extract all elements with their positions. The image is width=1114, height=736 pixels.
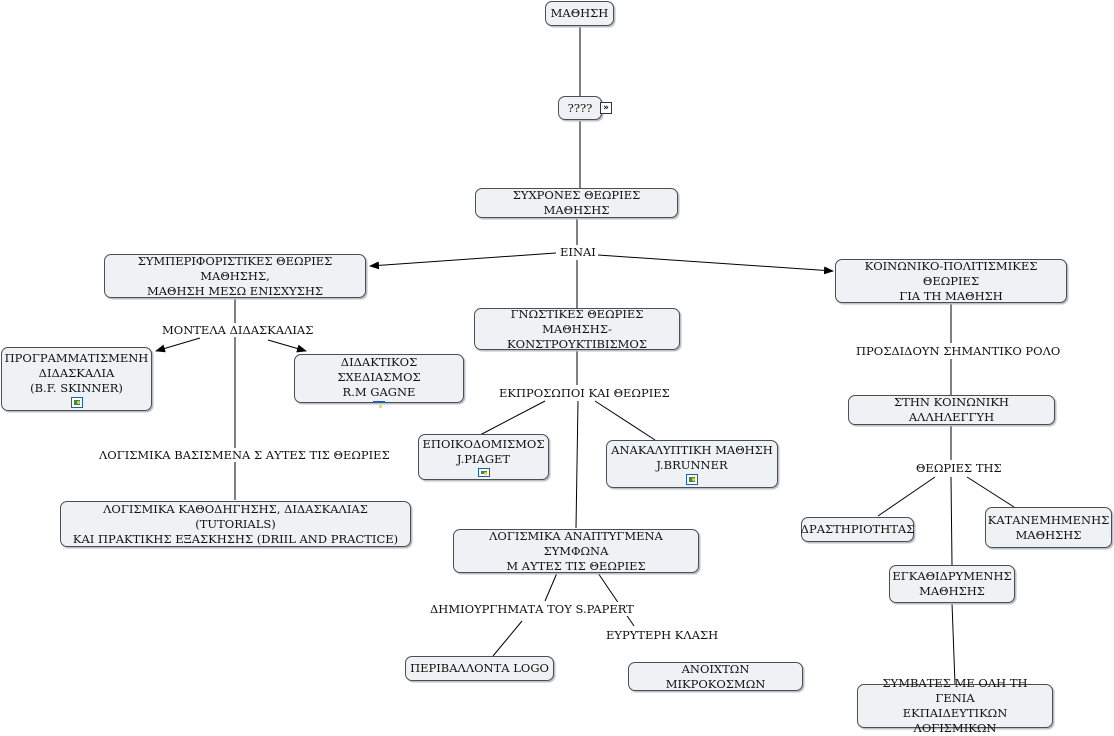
expand-icon[interactable]: » [600, 102, 612, 114]
image-icon[interactable] [686, 474, 698, 485]
concept-label: ΣΥΜΠΕΡΙΦΟΡΙΣΤΙΚΕΣ ΘΕΩΡΙΕΣ ΜΑΘΗΣΗΣ, ΜΑΘΗΣ… [137, 253, 333, 298]
concept-programmatismeni[interactable]: ΠΡΟΓΡΑΜΜΑΤΙΣΜΕΝΗ ΔΙΔΑΣΚΑΛΙΑ (B.F. SKINNE… [1, 347, 152, 411]
concept-epoikodomismos[interactable]: ΕΠΟΙΚΟΔΟΜΙΣΜΟΣ J.PIAGET [418, 434, 549, 480]
concept-label: ΓΝΩΣΤΙΚΕΣ ΘΕΩΡΙΕΣ ΜΑΘΗΣΗΣ- ΚΟΝΣΤΡΟΥΚΤΙΒΙ… [507, 306, 647, 351]
concept-symperiforistikes[interactable]: ΣΥΜΠΕΡΙΦΟΡΙΣΤΙΚΕΣ ΘΕΩΡΙΕΣ ΜΑΘΗΣΗΣ, ΜΑΘΗΣ… [104, 254, 366, 298]
concept-mathisi[interactable]: ΜΑΘΗΣΗ [545, 1, 614, 26]
link-label-ekprosopoi: ΕΚΠΡΟΣΩΠΟΙ ΚΑΙ ΘΕΩΡΙΕΣ [497, 386, 672, 400]
concept-katanemimenis[interactable]: ΚΑΤΑΝΕΜΗΜΕΝΗΣ ΜΑΘΗΣΗΣ [985, 507, 1112, 548]
concept-koinoniki-allileggyi[interactable]: ΣΤΗΝ ΚΟΙΝΩΝΙΚΗ ΑΛΛΗΛΕΓΓΥΗ [848, 395, 1055, 425]
image-icon[interactable] [373, 400, 385, 408]
concept-label: ΣΥΜΒΑΤΕΣ ΜΕ ΟΛΗ ΤΗ ΓΕΝΙΑ ΕΚΠΑΙΔΕΥΤΙΚΩΝ Λ… [882, 676, 1028, 735]
concept-anoixton[interactable]: ΑΝΟΙΧΤΩΝ ΜΙΚΡΟΚΟΣΜΩΝ [628, 662, 803, 691]
concept-drastiriotitas[interactable]: ΔΡΑΣΤΗΡΙΟΤΗΤΑΣ [801, 517, 914, 542]
concept-label: ΔΡΑΣΤΗΡΙΟΤΗΤΑΣ [800, 522, 915, 536]
concept-label: ΔΙΔΑΚΤΙΚΟΣ ΣΧΕΔΙΑΣΜΟΣ R.M GAGNE [337, 354, 421, 399]
concept-didaktikos[interactable]: ΔΙΔΑΚΤΙΚΟΣ ΣΧΕΔΙΑΣΜΟΣ R.M GAGNE [294, 354, 464, 408]
concept-logismika-anaptygmena[interactable]: ΛΟΓΙΣΜΙΚΑ ΑΝΑΠΤΥΓΜΕΝΑ ΣΥΜΦΩΝΑ Μ ΑΥΤΕΣ ΤΙ… [453, 529, 699, 573]
concept-koinoniko[interactable]: ΚΟΙΝΩΝΙΚΟ-ΠΟΛΙΤΙΣΜΙΚΕΣ ΘΕΩΡΙΕΣ ΓΙΑ ΤΗ ΜΑ… [835, 259, 1067, 303]
link-label-logismika-vasismena: ΛΟΓΙΣΜΙΚΑ ΒΑΣΙΣΜΕΝΑ Σ ΑΥΤΕΣ ΤΙΣ ΘΕΩΡΙΕΣ [97, 448, 392, 462]
concept-logismika-kathodigisis[interactable]: ΛΟΓΙΣΜΙΚΑ ΚΑΘΟΔΗΓΗΣΗΣ, ΔΙΔΑΣΚΑΛΙΑΣ (TUTO… [60, 501, 411, 547]
image-icon[interactable] [70, 397, 83, 408]
concept-label: ΑΝΟΙΧΤΩΝ ΜΙΚΡΟΚΟΣΜΩΝ [665, 661, 766, 691]
concept-label: ΣΥΧΡΟΝΕΣ ΘΕΩΡΙΕΣ ΜΑΘΗΣΗΣ [512, 188, 641, 217]
concept-label: ΕΓΚΑΘΙΔΡΥΜΕΝΗΣ ΜΑΘΗΣΗΣ [892, 569, 1012, 598]
concept-anakalyptiki[interactable]: ΑΝΑΚΑΛΥΠΤΙΚΗ ΜΑΘΗΣΗ J.BRUNNER [606, 440, 778, 488]
concept-perivallonta-logo[interactable]: ΠΕΡΙΒΑΛΛΟΝΤΑ LOGO [405, 656, 554, 681]
link-label-theories-tis: ΘΕΩΡΙΕΣ ΤΗΣ [914, 461, 1004, 475]
concept-sychrones[interactable]: ΣΥΧΡΟΝΕΣ ΘΕΩΡΙΕΣ ΜΑΘΗΣΗΣ [475, 188, 678, 218]
concept-gnostikes[interactable]: ΓΝΩΣΤΙΚΕΣ ΘΕΩΡΙΕΣ ΜΑΘΗΣΗΣ- ΚΟΝΣΤΡΟΥΚΤΙΒΙ… [474, 306, 680, 351]
concept-symvates[interactable]: ΣΥΜΒΑΤΕΣ ΜΕ ΟΛΗ ΤΗ ΓΕΝΙΑ ΕΚΠΑΙΔΕΥΤΙΚΩΝ Λ… [857, 676, 1053, 735]
concept-label: ΜΑΘΗΣΗ [550, 6, 609, 20]
concept-label: ΛΟΓΙΣΜΙΚΑ ΑΝΑΠΤΥΓΜΕΝΑ ΣΥΜΦΩΝΑ Μ ΑΥΤΕΣ ΤΙ… [489, 528, 663, 573]
image-icon[interactable] [477, 468, 490, 477]
link-label-eyryteri: ΕΥΡΥΤΕΡΗ ΚΛΑΣΗ [604, 628, 721, 642]
concept-label: ΠΕΡΙΒΑΛΛΟΝΤΑ LOGO [410, 661, 549, 675]
concept-label: ΣΤΗΝ ΚΟΙΝΩΝΙΚΗ ΑΛΛΗΛΕΓΓΥΗ [894, 395, 1009, 424]
link-label-dimiourgimata: ΔΗΜΙΟΥΡΓΗΜΑΤΑ ΤΟΥ S.PAPERT [428, 602, 636, 616]
link-label-montela: ΜΟΝΤΕΛΑ ΔΙΔΑΣΚΑΛΙΑΣ [160, 323, 316, 337]
concept-label: ΛΟΓΙΣΜΙΚΑ ΚΑΘΟΔΗΓΗΣΗΣ, ΔΙΔΑΣΚΑΛΙΑΣ (TUTO… [72, 501, 399, 546]
concept-label: ΑΝΑΚΑΛΥΠΤΙΚΗ ΜΑΘΗΣΗ J.BRUNNER [611, 443, 773, 472]
concept-label: ΠΡΟΓΡΑΜΜΑΤΙΣΜΕΝΗ ΔΙΔΑΣΚΑΛΙΑ (B.F. SKINNE… [4, 351, 149, 395]
concept-label: ΕΠΟΙΚΟΔΟΜΙΣΜΟΣ J.PIAGET [422, 437, 545, 466]
link-label-einai: ΕΙΝΑΙ [558, 245, 598, 259]
concept-question[interactable]: ???? [558, 96, 602, 120]
concept-label: ΚΑΤΑΝΕΜΗΜΕΝΗΣ ΜΑΘΗΣΗΣ [987, 512, 1110, 542]
concept-label: ???? [567, 100, 593, 115]
concept-egkathidrymenis[interactable]: ΕΓΚΑΘΙΔΡΥΜΕΝΗΣ ΜΑΘΗΣΗΣ [889, 565, 1015, 603]
concept-label: ΚΟΙΝΩΝΙΚΟ-ΠΟΛΙΤΙΣΜΙΚΕΣ ΘΕΩΡΙΕΣ ΓΙΑ ΤΗ ΜΑ… [864, 258, 1038, 303]
link-label-prosdidoun: ΠΡΟΣΔΙΔΟΥΝ ΣΗΜΑΝΤΙΚΟ ΡΟΛΟ [854, 344, 1063, 358]
